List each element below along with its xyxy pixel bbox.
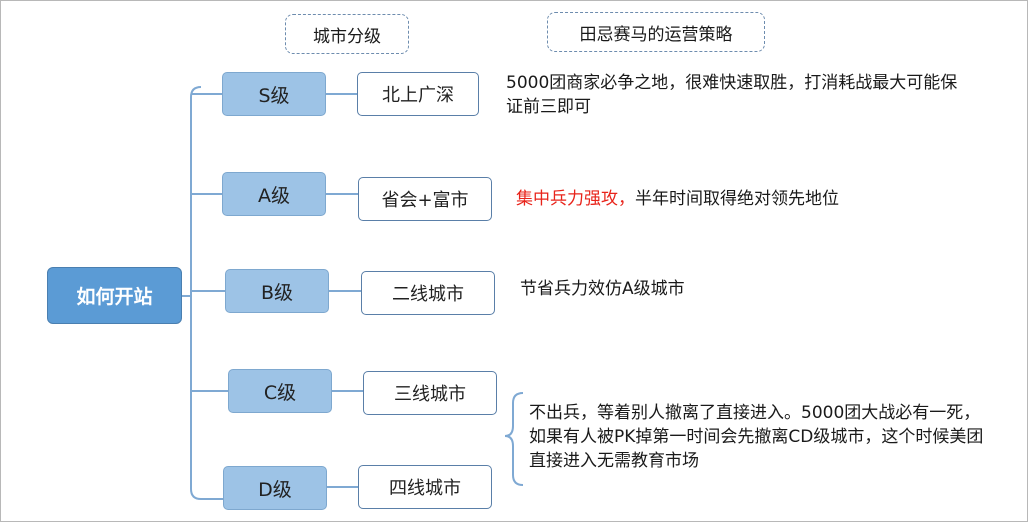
city-node-d: 四线城市 <box>358 465 492 509</box>
tier-node-d: D级 <box>223 466 327 510</box>
root-node-label: 如何开站 <box>76 286 153 308</box>
city-label-s: 北上广深 <box>382 85 454 106</box>
tier-label-a: A级 <box>258 184 290 207</box>
root-node: 如何开站 <box>47 267 182 324</box>
header-strategy: 田忌赛马的运营策略 <box>547 12 765 52</box>
strategy-a-highlight: 集中兵力强攻， <box>516 189 635 209</box>
strategy-b: 节省兵力效仿A级城市 <box>520 277 820 301</box>
tier-label-b: B级 <box>260 281 294 304</box>
tier-label-d: D级 <box>258 478 292 501</box>
strategy-b-text: 节省兵力效仿A级城市 <box>520 279 685 299</box>
tier-node-b: B级 <box>225 269 329 313</box>
strategy-s: 5000团商家必争之地，很难快速取胜，打消耗战最大可能保证前三即可 <box>506 71 958 119</box>
tier-node-c: C级 <box>228 369 332 413</box>
city-node-b: 二线城市 <box>361 271 495 315</box>
strategy-a-rest: 半年时间取得绝对领先地位 <box>635 189 839 209</box>
header-city-tier: 城市分级 <box>285 14 409 54</box>
city-node-a: 省会+富市 <box>358 177 492 221</box>
city-node-s: 北上广深 <box>357 72 479 116</box>
strategy-a: 集中兵力强攻，半年时间取得绝对领先地位 <box>516 187 936 211</box>
header-strategy-label: 田忌赛马的运营策略 <box>579 24 733 45</box>
city-label-d: 四线城市 <box>389 478 461 499</box>
city-label-c: 三线城市 <box>394 384 466 405</box>
city-node-c: 三线城市 <box>363 371 497 415</box>
trunk-line <box>190 86 202 500</box>
tier-label-s: S级 <box>258 84 290 107</box>
tier-node-a: A级 <box>222 172 326 216</box>
strategy-s-text: 5000团商家必争之地，很难快速取胜，打消耗战最大可能保证前三即可 <box>506 73 958 117</box>
city-label-a: 省会+富市 <box>381 190 469 211</box>
header-city-tier-label: 城市分级 <box>313 26 381 47</box>
tier-label-c: C级 <box>263 381 297 404</box>
strategy-cd: 不出兵，等着别人撤离了直接进入。5000团大战必有一死，如果有人被PK掉第一时间… <box>529 401 984 473</box>
strategy-cd-text: 不出兵，等着别人撤离了直接进入。5000团大战必有一死，如果有人被PK掉第一时间… <box>529 403 984 471</box>
tier-node-s: S级 <box>222 72 326 116</box>
cd-brace <box>504 392 524 486</box>
city-label-b: 二线城市 <box>392 284 464 305</box>
